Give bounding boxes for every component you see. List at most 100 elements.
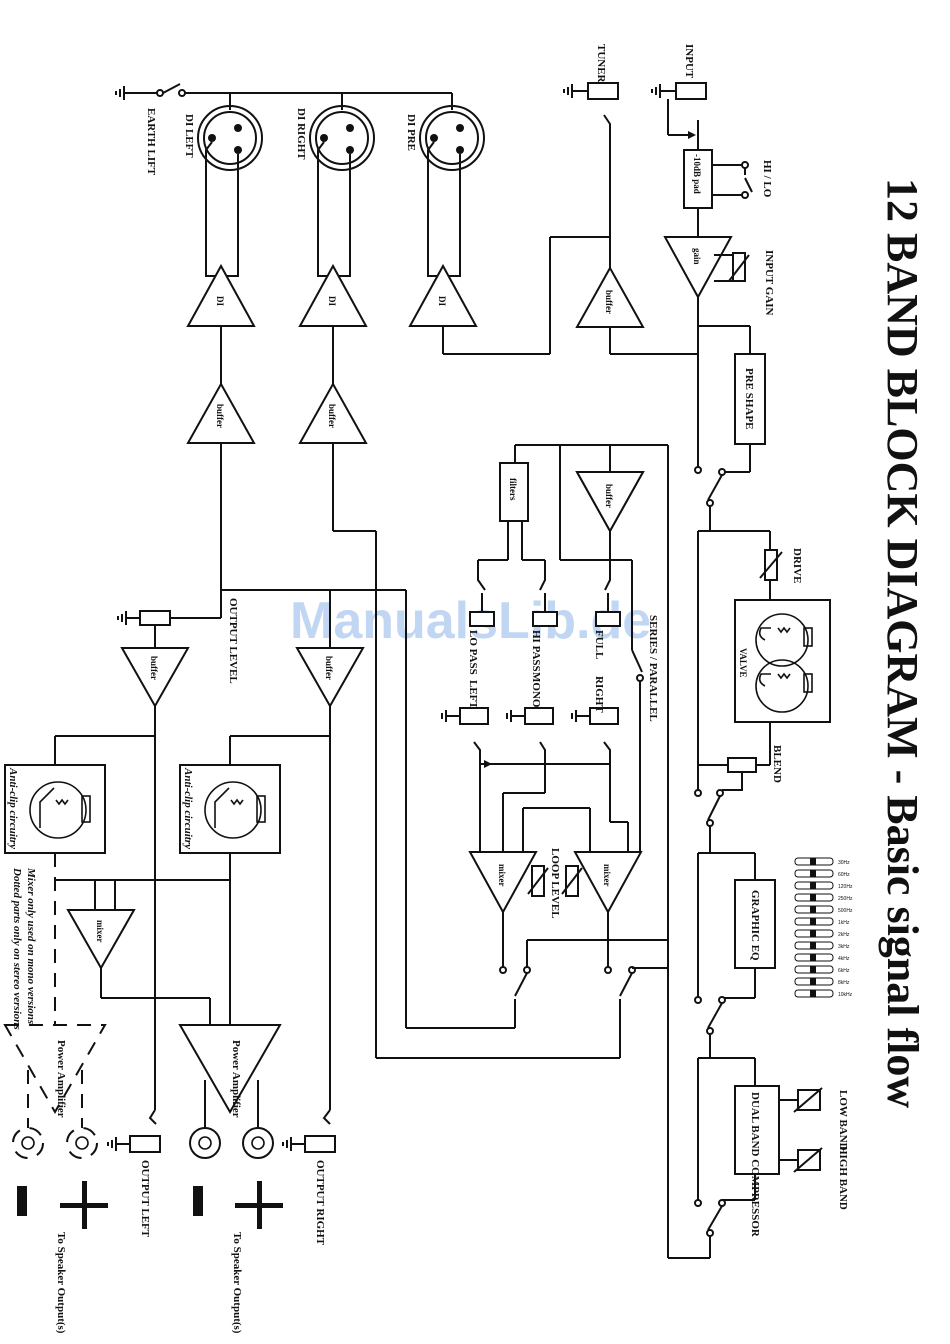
high-band-label: HIGH BAND <box>837 1146 849 1210</box>
pre-shape-label: PRE SHAPE <box>743 368 755 429</box>
eq-band-label-3: 250Hz <box>838 896 853 902</box>
mixer-label: mixer <box>497 864 507 887</box>
filters-block <box>499 462 529 522</box>
di-label: DI <box>327 296 337 306</box>
buffer-label: buffer <box>149 656 159 680</box>
left-label: LEFT <box>467 680 479 709</box>
power-amp-label: Power Amplifier <box>55 1040 67 1118</box>
output-buffers: buffer buffer <box>120 647 365 709</box>
di-label: DI <box>437 296 447 306</box>
input-jack: INPUT <box>651 44 707 139</box>
earth-lift: EARTH LIFT <box>115 83 453 176</box>
di-right-label: DI RIGHT <box>295 108 307 160</box>
eq-band-label-5: 1kHz <box>838 920 850 926</box>
eq-band-label-8: 4kHz <box>838 956 850 962</box>
eq-slider-knob-11 <box>810 990 816 997</box>
loop-mixers: mixer mixer LOOP LEVEL <box>468 848 643 919</box>
output-right-label: OUTPUT RIGHT <box>314 1160 326 1246</box>
xlr-di-pre: DI PRE <box>405 105 485 171</box>
series-parallel-label: SERIES / PARALLEL <box>647 615 659 722</box>
eq-slider-knob-10 <box>810 978 816 985</box>
input-label: INPUT <box>683 44 695 79</box>
power-amp-left: Power Amplifier <box>3 1024 107 1118</box>
polarity-marks <box>17 1181 283 1229</box>
eq-slider-knob-3 <box>810 894 816 901</box>
blend-label: BLEND <box>771 745 783 783</box>
gain-label: gain <box>692 248 702 265</box>
speaker-jacks <box>12 1127 274 1159</box>
eq-slider-knob-0 <box>810 858 816 865</box>
filters-label: filters <box>508 478 518 501</box>
eq-slider-knob-8 <box>810 954 816 961</box>
mixer-label: mixer <box>602 864 612 887</box>
di-label: DI <box>215 296 225 306</box>
output-level: OUTPUT LEVEL <box>117 598 239 684</box>
pad-label: -10dB pad <box>692 154 702 194</box>
return-grounds <box>441 710 590 722</box>
note-mixer: Mixer only used on mono versions <box>25 867 37 1024</box>
buffer-label: buffer <box>604 484 614 508</box>
pre-shape-block: PRE SHAPE <box>694 325 766 531</box>
eq-band-label-0: 30Hz <box>838 860 850 866</box>
eq-band-label-1: 60Hz <box>838 872 850 878</box>
valve-label: VALVE <box>738 648 748 678</box>
input-gain-label: INPUT GAIN <box>763 250 775 316</box>
hi-lo-label: HI / LO <box>761 160 773 198</box>
power-amp-label: Power Amplifier <box>230 1040 242 1118</box>
eq-slider-knob-4 <box>810 906 816 913</box>
eq-sliders: 30Hz60Hz120Hz250Hz500Hz1kHz2kHz3kHz4kHz6… <box>794 857 853 998</box>
mono-mixer: mixer <box>66 909 136 971</box>
buffer-label: buffer <box>327 404 337 428</box>
eq-band-label-2: 120Hz <box>838 884 853 890</box>
valve-block: DRIVE VALVE <box>698 530 831 723</box>
eq-slider-knob-5 <box>810 918 816 925</box>
eq-slider-knob-2 <box>810 882 816 889</box>
drive-label: DRIVE <box>791 548 803 583</box>
page-title: 12 BAND BLOCK DIAGRAM - Basic signal flo… <box>878 178 927 1108</box>
anti-clip-left: Anti-clip circuitry <box>4 735 155 854</box>
tuner-jack: TUNER <box>563 44 619 237</box>
tuner-buffer: buffer <box>575 265 645 328</box>
graphic-eq-block: GRAPHIC EQ 30Hz60Hz120Hz250Hz500Hz1kHz2k… <box>698 852 853 999</box>
to-speaker-label: To Speaker Output(s) <box>55 1232 67 1334</box>
compressor-label: DUAL BAND COMPRESSOR <box>749 1092 761 1238</box>
output-left-label: OUTPUT LEFT <box>139 1160 151 1238</box>
loop-level-label: LOOP LEVEL <box>549 848 561 919</box>
eq-band-label-10: 8kHz <box>838 980 850 986</box>
buffer-label: buffer <box>604 290 614 314</box>
full-label: FULL <box>593 630 605 659</box>
graphic-eq-label: GRAPHIC EQ <box>749 890 761 961</box>
di-buffers: buffer buffer <box>186 326 368 444</box>
mono-label: MONO <box>530 672 542 708</box>
earth-lift-label: EARTH LIFT <box>145 108 157 176</box>
mixer-label: mixer <box>95 920 105 943</box>
hi-pass-label: HI PASS <box>530 630 542 672</box>
to-speaker-label: To Speaker Output(s) <box>231 1232 243 1334</box>
pad-block: -10dB pad HI / LO <box>683 120 773 237</box>
note-dotted: Dotted parts only on stereo versions <box>11 867 23 1030</box>
compressor-block: DUAL BAND COMPRESSOR LOW BAND HIGH BAND <box>698 1057 849 1238</box>
low-band-label: LOW BAND <box>837 1090 849 1151</box>
gain-amp: gain INPUT GAIN <box>663 236 775 316</box>
di-left-label: DI LEFT <box>183 114 195 158</box>
eq-band-label-6: 2kHz <box>838 932 850 938</box>
eq-slider-knob-9 <box>810 966 816 973</box>
buffer-label: buffer <box>215 404 225 428</box>
anti-clip-right: Anti-clip circuitry <box>179 735 330 854</box>
output-level-label: OUTPUT LEVEL <box>227 598 239 684</box>
lo-pass-label: LO PASS <box>467 630 479 675</box>
right-label: RIGHT <box>593 676 605 713</box>
eq-band-label-9: 6kHz <box>838 968 850 974</box>
eq-band-label-11: 10kHz <box>838 992 853 998</box>
anti-clip-label: Anti-clip circuitry <box>7 767 19 849</box>
buffer-label: buffer <box>324 656 334 680</box>
xlr-di-left: DI LEFT <box>183 105 263 171</box>
di-pre-label: DI PRE <box>405 114 417 151</box>
xlr-di-right: DI RIGHT <box>295 105 375 171</box>
output-jacks: OUTPUT LEFT OUTPUT RIGHT <box>107 1135 336 1246</box>
eq-band-label-7: 3kHz <box>838 944 850 950</box>
tuner-label: TUNER <box>595 44 607 84</box>
eq-slider-knob-1 <box>810 870 816 877</box>
power-amp-right: Power Amplifier <box>178 1024 282 1118</box>
